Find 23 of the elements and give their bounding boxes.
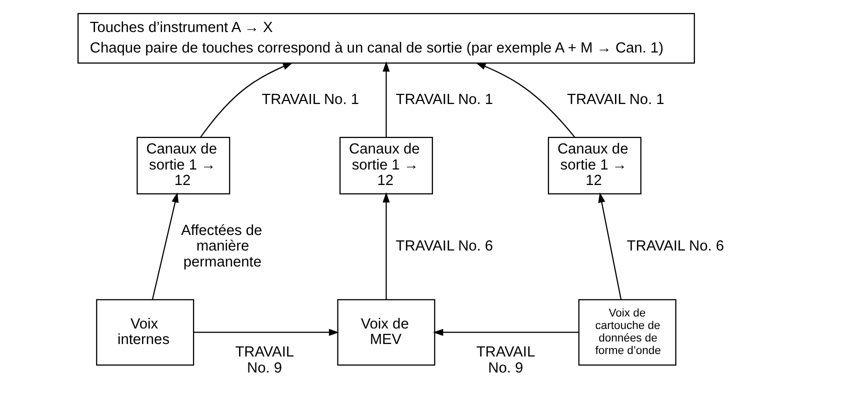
node-box: Canaux de sortie 1 → 12 [547,136,641,194]
node-box: Voix de MEV [336,298,435,366]
edge-label: TRAVAIL No. 1 [261,92,358,108]
node-box: Voix internes [96,298,194,366]
arrow [200,62,293,138]
edge-label: TRAVAIL No. 9 [476,344,535,376]
edge-label: TRAVAIL No. 1 [395,92,493,108]
node-box: Touches d’instrument A → X Chaque paire de touches correspond à un canal de sortie (par exemple A + M → Can. 1) [77,12,694,64]
arrow [475,62,575,137]
arrow [382,192,390,300]
arrow [598,192,622,300]
node-box: Voix de cartouche de données de forme d’onde [578,298,676,366]
arrow [382,60,390,137]
arrow [151,192,178,300]
edge-label: TRAVAIL No. 1 [566,92,664,108]
edge-label: TRAVAIL No. 6 [626,238,724,254]
node-box: Canaux de sortie 1 → 12 [136,136,230,194]
edge-label: Affectées de manière permanente [180,222,262,270]
node-box: Canaux de sortie 1 → 12 [338,136,432,194]
arrow [432,328,578,336]
arrow [193,328,339,336]
edge-label: TRAVAIL No. 9 [234,344,294,376]
edge-label: TRAVAIL No. 6 [395,238,493,254]
